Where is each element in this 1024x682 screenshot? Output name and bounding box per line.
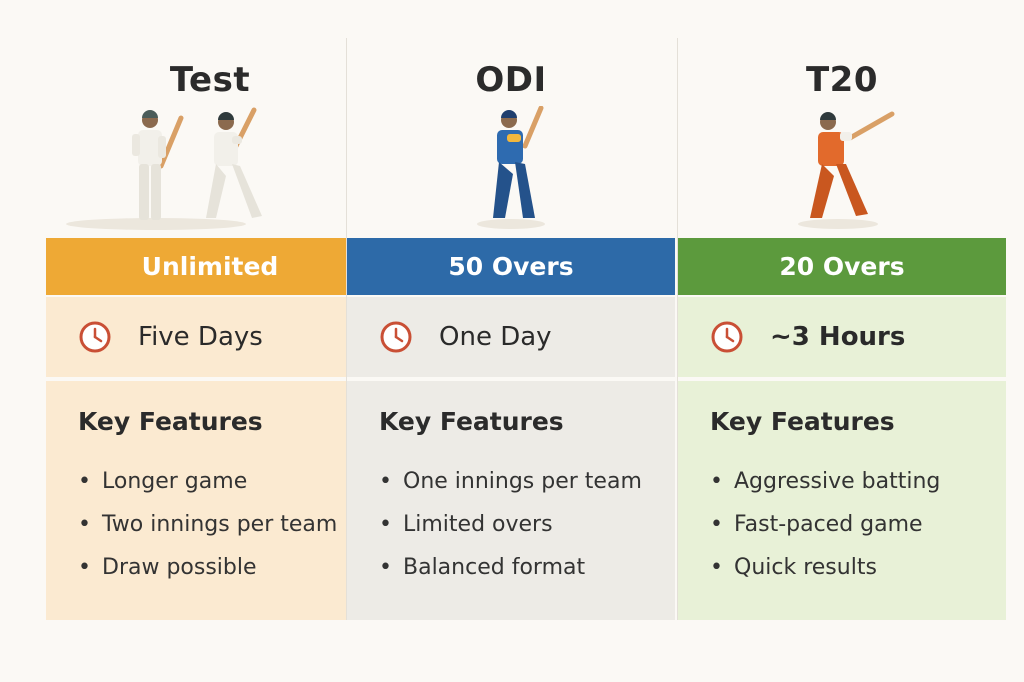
duration-row-odi: One Day [347, 297, 675, 377]
features-heading-test: Key Features [78, 407, 263, 436]
overs-label-t20: 20 Overs [779, 252, 905, 281]
features-heading-odi: Key Features [379, 407, 564, 436]
features-list-odi: •One innings per team •Limited overs •Ba… [379, 469, 642, 598]
format-title-t20: T20 [805, 60, 878, 100]
clock-icon [79, 321, 111, 353]
list-item: •Fast-paced game [710, 512, 923, 537]
features-panel-test: Key Features •Longer game •Two innings p… [46, 381, 374, 620]
format-title-odi: ODI [475, 60, 547, 100]
features-list-t20: •Aggressive batting •Fast-paced game •Qu… [710, 469, 940, 598]
duration-text-t20: ~3 Hours [770, 322, 906, 352]
clock-icon [711, 321, 743, 353]
batsman-figure [810, 111, 895, 218]
list-item: •Balanced format [379, 555, 586, 580]
overs-band-test: Unlimited [46, 238, 374, 295]
features-heading-t20: Key Features [710, 407, 895, 436]
column-test: Test [46, 38, 374, 620]
features-panel-odi: Key Features •One innings per team •Limi… [347, 381, 675, 620]
column-divider [346, 38, 347, 620]
clock-icon [380, 321, 412, 353]
duration-text-odi: One Day [439, 322, 552, 352]
duration-text-test: Five Days [138, 322, 263, 352]
list-item: •Draw possible [78, 555, 257, 580]
header-t20: T20 [678, 38, 1006, 238]
batsman-figure [132, 110, 184, 220]
header-odi: ODI [347, 38, 675, 238]
overs-label-test: Unlimited [141, 252, 279, 281]
duration-row-test: Five Days [46, 297, 374, 377]
cricket-player-illustration-t20 [798, 111, 895, 229]
list-item: •Two innings per team [78, 512, 338, 537]
batsman-figure [206, 107, 262, 218]
duration-row-t20: ~3 Hours [678, 297, 1006, 377]
batsman-figure [493, 106, 544, 218]
list-item: •Longer game [78, 469, 248, 494]
list-item: •One innings per team [379, 469, 642, 494]
overs-band-t20: 20 Overs [678, 238, 1006, 295]
list-item: •Aggressive batting [710, 469, 941, 494]
features-panel-t20: Key Features •Aggressive batting •Fast-p… [678, 381, 1006, 620]
overs-band-odi: 50 Overs [347, 238, 675, 295]
header-test: Test [46, 38, 374, 238]
cricket-player-illustration-odi [477, 106, 545, 229]
cricket-players-illustration-test [66, 107, 262, 230]
overs-label-odi: 50 Overs [448, 252, 574, 281]
format-title-test: Test [169, 60, 251, 100]
column-divider [677, 38, 678, 620]
column-odi: ODI 50 Overs [347, 38, 675, 620]
list-item: •Limited overs [379, 512, 553, 537]
column-t20: T20 20 Overs [678, 38, 1006, 620]
features-list-test: •Longer game •Two innings per team •Draw… [78, 469, 337, 598]
list-item: •Quick results [710, 555, 877, 580]
